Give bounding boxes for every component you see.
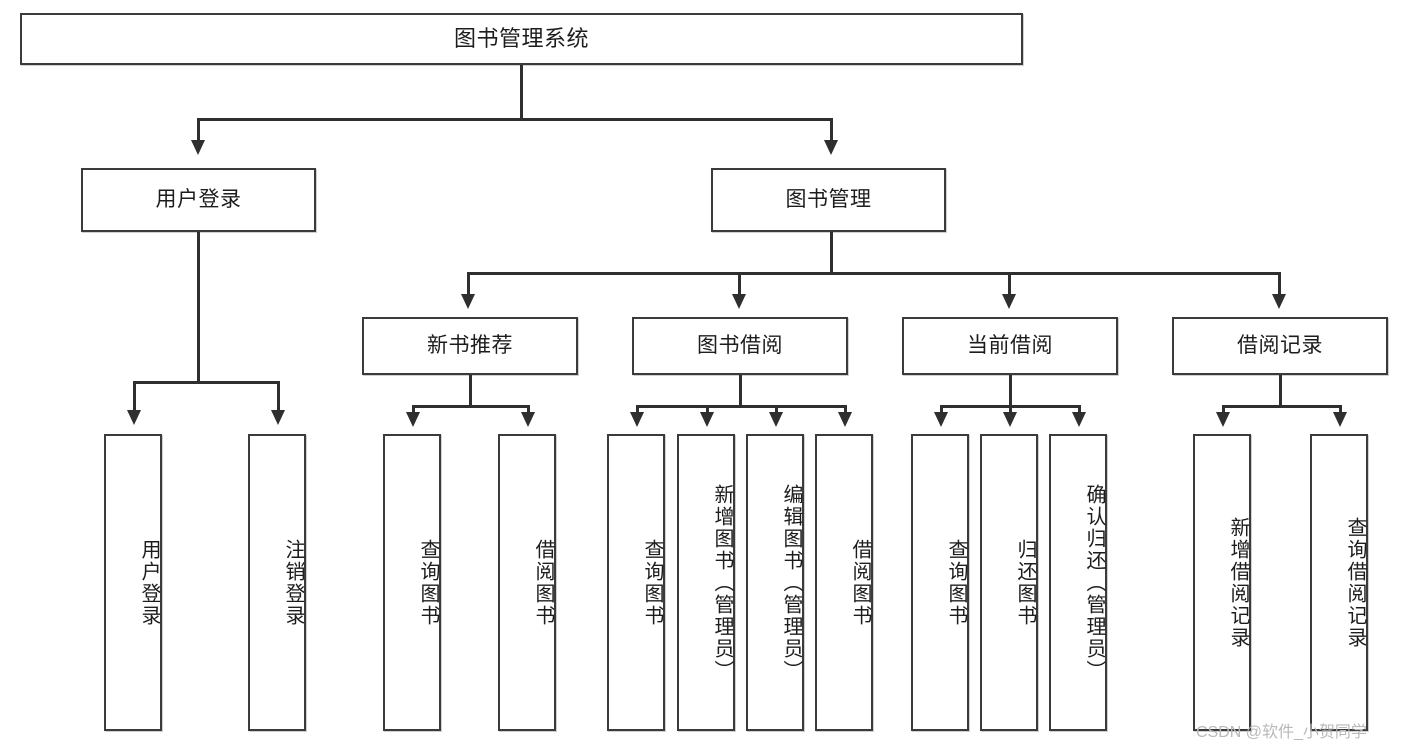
leaf-user-login[interactable]: 用户登录 — [104, 434, 162, 731]
node-new-book-recommend[interactable]: 新书推荐 — [362, 317, 578, 375]
node-label: 注销登录 — [282, 538, 304, 627]
node-label: 新增借阅记录 — [1227, 516, 1249, 649]
connector-bookmgmt-drop-2 — [738, 272, 741, 297]
arrowhead-leaf-borrow-book-a — [521, 412, 535, 427]
arrowhead-book-borrow — [732, 294, 746, 309]
connector-borrowrecord-drop-2 — [1339, 405, 1342, 415]
node-label: 新增图书（管理员） — [711, 483, 733, 682]
node-label: 用户登录 — [138, 538, 160, 627]
arrowhead-leaf-query-book-c — [934, 412, 948, 427]
connector-root-bus — [197, 118, 832, 121]
arrowhead-leaf-add-book — [700, 412, 714, 427]
connector-currentborrow-drop-2 — [1009, 405, 1012, 415]
node-current-borrow[interactable]: 当前借阅 — [902, 317, 1118, 375]
leaf-borrowrecord-query-record[interactable]: 查询借阅记录 — [1310, 434, 1368, 731]
connector-bookborrow-drop-1 — [636, 405, 639, 415]
arrowhead-leaf-query-book-b — [630, 412, 644, 427]
connector-newbook-bus — [412, 405, 529, 408]
connector-user-login-drop-2 — [277, 381, 280, 413]
node-book-borrow[interactable]: 图书借阅 — [632, 317, 848, 375]
arrowhead-leaf-add-record — [1216, 412, 1230, 427]
connector-bookmgmt-drop-4 — [1278, 272, 1281, 297]
node-label: 借阅图书 — [849, 538, 871, 627]
node-label: 查询图书 — [417, 538, 439, 627]
arrowhead-leaf-query-book-a — [406, 412, 420, 427]
connector-user-login-drop-1 — [133, 381, 136, 413]
arrowhead-borrow-record — [1272, 294, 1286, 309]
connector-bookmgmt-drop-3 — [1008, 272, 1011, 297]
connector-borrowrecord-stem — [1279, 375, 1282, 407]
connector-currentborrow-drop-1 — [940, 405, 943, 415]
arrowhead-current-borrow — [1002, 294, 1016, 309]
node-label: 查询图书 — [945, 538, 967, 627]
connector-borrowrecord-bus — [1222, 405, 1339, 408]
arrowhead-leaf-confirm-return — [1072, 412, 1086, 427]
node-label: 编辑图书（管理员） — [780, 483, 802, 682]
csdn-watermark: CSDN @软件_小贺同学 — [1196, 724, 1367, 741]
leaf-logout-login[interactable]: 注销登录 — [248, 434, 306, 731]
connector-currentborrow-stem — [1009, 375, 1012, 407]
node-label: 确认归还（管理员） — [1083, 483, 1105, 682]
arrowhead-leaf-user-login — [127, 410, 141, 425]
node-label: 图书管理 — [785, 187, 872, 211]
leaf-bookborrow-add-book[interactable]: 新增图书（管理员） — [677, 434, 735, 731]
node-label: 归还图书 — [1014, 538, 1036, 627]
connector-user-login-bus — [133, 381, 279, 384]
leaf-bookborrow-query-book[interactable]: 查询图书 — [607, 434, 665, 731]
connector-user-login-stem — [197, 232, 200, 383]
connector-root-stem — [520, 65, 523, 119]
leaf-newbook-query-book[interactable]: 查询图书 — [383, 434, 441, 731]
node-label: 借阅记录 — [1237, 333, 1323, 357]
arrowhead-leaf-query-record — [1333, 412, 1347, 427]
node-label: 图书借阅 — [697, 333, 783, 357]
arrowhead-leaf-logout-login — [271, 410, 285, 425]
connector-bookmgmt-drop-1 — [467, 272, 470, 297]
leaf-newbook-borrow-book[interactable]: 借阅图书 — [498, 434, 556, 731]
connector-newbook-drop-2 — [527, 405, 530, 415]
leaf-bookborrow-borrow-book[interactable]: 借阅图书 — [815, 434, 873, 731]
arrowhead-leaf-return-book — [1003, 412, 1017, 427]
arrowhead-leaf-borrow-book-b — [838, 412, 852, 427]
arrowhead-book-mgmt — [824, 140, 838, 155]
node-borrow-record[interactable]: 借阅记录 — [1172, 317, 1388, 375]
leaf-currentborrow-return-book[interactable]: 归还图书 — [980, 434, 1038, 731]
node-label: 查询图书 — [641, 538, 663, 627]
connector-bookborrow-bus — [636, 405, 844, 408]
connector-newbook-drop-1 — [412, 405, 415, 415]
connector-newbook-stem — [469, 375, 472, 407]
arrowhead-leaf-edit-book — [769, 412, 783, 427]
node-label: 查询借阅记录 — [1344, 516, 1366, 649]
arrowhead-new-book-recommend — [461, 294, 475, 309]
connector-root-to-user-login — [197, 118, 200, 143]
leaf-bookborrow-edit-book[interactable]: 编辑图书（管理员） — [746, 434, 804, 731]
leaf-borrowrecord-add-record[interactable]: 新增借阅记录 — [1193, 434, 1251, 731]
node-user-login[interactable]: 用户登录 — [81, 168, 316, 232]
connector-borrowrecord-drop-1 — [1222, 405, 1225, 415]
connector-book-mgmt-stem — [830, 232, 833, 274]
connector-bookborrow-drop-4 — [844, 405, 847, 415]
connector-currentborrow-drop-3 — [1078, 405, 1081, 415]
leaf-currentborrow-query-book[interactable]: 查询图书 — [911, 434, 969, 731]
connector-root-to-book-mgmt — [830, 118, 833, 143]
node-label: 新书推荐 — [427, 333, 513, 357]
connector-bookborrow-stem — [739, 375, 742, 407]
node-label: 当前借阅 — [967, 333, 1053, 357]
connector-bookborrow-drop-2 — [706, 405, 709, 415]
connector-bookborrow-drop-3 — [775, 405, 778, 415]
arrowhead-user-login — [191, 140, 205, 155]
node-label: 图书管理系统 — [453, 26, 589, 52]
node-label: 借阅图书 — [532, 538, 554, 627]
leaf-currentborrow-confirm-return[interactable]: 确认归还（管理员） — [1049, 434, 1107, 731]
node-book-management[interactable]: 图书管理 — [711, 168, 946, 232]
connector-book-mgmt-bus — [467, 272, 1278, 275]
node-root-system[interactable]: 图书管理系统 — [20, 13, 1023, 65]
node-label: 用户登录 — [155, 187, 242, 211]
